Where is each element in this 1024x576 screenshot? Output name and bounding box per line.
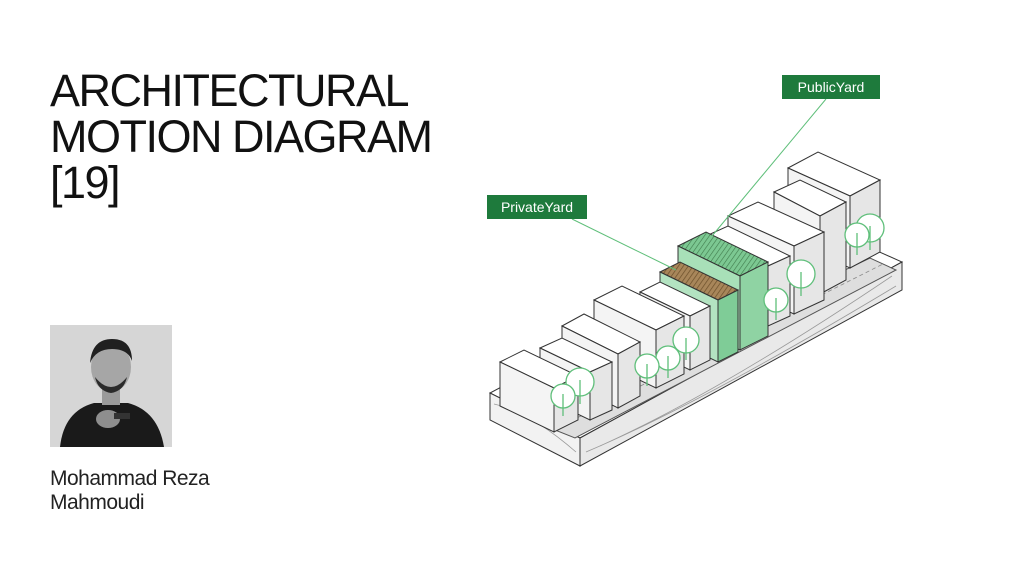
tree-icon — [844, 222, 870, 255]
author-name-line: Mahmoudi — [50, 491, 145, 514]
isometric-site-diagram: PublicYard PrivateYard — [487, 75, 904, 467]
tree-icon — [763, 287, 789, 320]
trees — [550, 213, 885, 416]
tree-icon — [786, 259, 816, 296]
person-icon — [50, 325, 172, 447]
author-name-line: Mohammad Reza — [50, 467, 210, 490]
title-line: MOTION DIAGRAM — [50, 111, 433, 162]
public-yard-label: PublicYard — [782, 75, 880, 99]
title-line: [19] — [50, 157, 121, 208]
tree-icon — [550, 383, 576, 416]
tree-icon — [634, 353, 660, 386]
private-yard-leader — [571, 218, 677, 271]
public-yard-label-text: PublicYard — [798, 79, 865, 95]
private-yard-label: PrivateYard — [487, 195, 587, 219]
slide-title: ARCHITECTURAL MOTION DIAGRAM [19] — [50, 65, 433, 208]
private-yard-label-text: PrivateYard — [501, 199, 573, 215]
author-portrait — [50, 325, 172, 447]
title-line: ARCHITECTURAL — [50, 65, 410, 116]
public-yard-leader — [711, 98, 827, 237]
tree-icon — [672, 326, 700, 360]
author-name: Mohammad Reza Mahmoudi — [50, 467, 210, 515]
